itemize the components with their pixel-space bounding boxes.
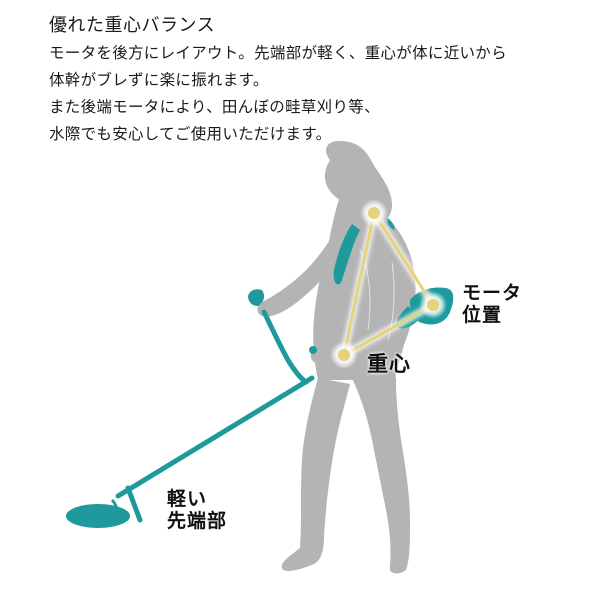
cutting-head — [66, 504, 130, 528]
center-of-gravity-label: 重心 — [367, 353, 411, 375]
handle-grip — [248, 289, 265, 306]
motor-label-line-2: 位置 — [462, 304, 503, 326]
description-line-3: また後端モータにより、田んぼの畦草刈り等、 — [49, 98, 380, 116]
description-line-1: モータを後方にレイアウト。先端部が軽く、重心が体に近いから — [49, 44, 507, 62]
shoulder-strap — [333, 224, 360, 285]
brush-cutter — [66, 218, 454, 528]
triangle-edge-cog-motor — [342, 303, 435, 357]
page-title: 優れた重心バランス — [49, 15, 216, 36]
motor-point-icon — [427, 299, 439, 311]
description-line-2: 体幹がブレずに楽に振れます。 — [49, 71, 269, 89]
balance-triangle — [330, 199, 447, 369]
cog-point-icon — [338, 349, 350, 361]
text-block: 優れた重心バランス モータを後方にレイアウト。先端部が軽く、重心が体に近いから … — [49, 14, 507, 148]
triangle-edge-shoulder-motor — [372, 211, 435, 307]
shaft — [115, 375, 315, 499]
light-tip-label: 軽い 先端部 — [167, 488, 227, 532]
tip-label-line-2: 先端部 — [167, 510, 228, 532]
tip-label-line-1: 軽い — [167, 488, 208, 510]
motor-label-line-1: モータ — [462, 282, 523, 304]
triangle-edge-shoulder-cog — [342, 211, 376, 357]
shoulder-point-icon — [368, 207, 380, 219]
description-line-4: 水際でも安心してご使用いただけます。 — [49, 125, 332, 143]
cog-label-text: 重心 — [367, 352, 411, 376]
motor-position-label: モータ 位置 — [462, 282, 522, 326]
